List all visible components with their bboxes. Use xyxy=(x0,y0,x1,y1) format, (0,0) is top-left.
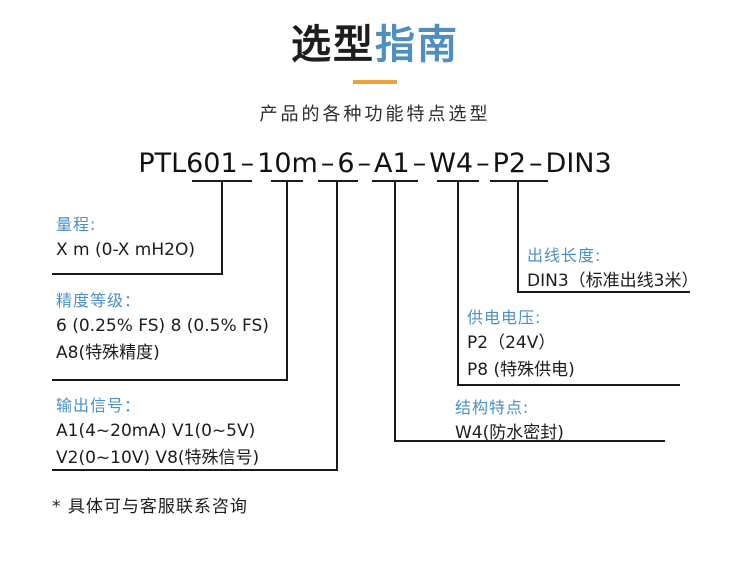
group-structure: 结构特点: W4(防水密封) xyxy=(455,395,564,447)
leader-horizontal-output xyxy=(52,469,338,471)
leader-vertical-supply xyxy=(457,180,459,386)
group-supply-voltage: 供电电压: P2（24V） P8 (特殊供电) xyxy=(467,305,575,384)
model-prefix: PTL601 xyxy=(138,148,238,179)
leader-horizontal-range xyxy=(52,273,223,275)
group-range-line-1: X m (0-X mH2O) xyxy=(56,240,195,260)
group-output-signal-line-2: V2(0~10V) V8(特殊信号) xyxy=(56,448,260,468)
page-title: 选型指南 xyxy=(0,22,750,68)
model-segment-cable: DIN3 xyxy=(545,148,612,179)
model-segment-accuracy: 6 xyxy=(337,148,355,179)
page-subtitle: 产品的各种功能特点选型 xyxy=(259,104,491,125)
segment-underline-cable xyxy=(490,180,548,182)
model-segment-supply: P2 xyxy=(492,148,527,179)
group-supply-voltage-line-1: P2（24V） xyxy=(467,333,556,353)
group-accuracy-line-1: 6 (0.25% FS) 8 (0.5% FS) xyxy=(56,316,269,336)
group-accuracy: 精度等级： 6 (0.25% FS) 8 (0.5% FS) A8(特殊精度) xyxy=(56,288,269,367)
leader-vertical-accuracy xyxy=(286,180,288,381)
model-segment-range: 10m xyxy=(257,148,318,179)
group-range-heading: 量程: xyxy=(56,215,97,234)
group-cable-length: 出线长度: DIN3（标准出线3米） xyxy=(527,243,698,295)
group-range: 量程: X m (0-X mH2O) xyxy=(56,212,195,264)
group-accuracy-heading: 精度等级： xyxy=(56,291,142,310)
page-title-dark: 选型 xyxy=(291,22,375,68)
page-title-blue: 指南 xyxy=(375,22,459,68)
title-underline-accent xyxy=(353,80,397,84)
group-output-signal: 输出信号： A1(4~20mA) V1(0~5V) V2(0~10V) V8(特… xyxy=(56,393,259,472)
model-dash-3: – xyxy=(357,148,372,179)
footnote: * 具体可与客服联系咨询 xyxy=(52,497,248,517)
leader-vertical-cable xyxy=(517,180,519,293)
model-segment-output: A1 xyxy=(374,148,410,179)
group-structure-heading: 结构特点: xyxy=(455,398,530,417)
segment-underline-output xyxy=(318,180,358,182)
group-output-signal-heading: 输出信号： xyxy=(56,396,142,415)
group-output-signal-line-1: A1(4~20mA) V1(0~5V) xyxy=(56,421,256,441)
model-segment-structure: W4 xyxy=(429,148,474,179)
model-dash-1: – xyxy=(240,148,255,179)
model-dash-5: – xyxy=(476,148,490,179)
leader-horizontal-structure xyxy=(394,440,665,442)
leader-horizontal-cable xyxy=(517,291,690,293)
model-code-row: PTL601–10m–6–A1–W4–P2–DIN3 xyxy=(0,148,750,179)
group-supply-voltage-heading: 供电电压: xyxy=(467,308,542,327)
leader-vertical-structure xyxy=(394,180,396,442)
group-accuracy-line-2: A8(特殊精度) xyxy=(56,343,160,363)
leader-vertical-output xyxy=(336,180,338,471)
model-dash-2: – xyxy=(320,148,335,179)
leader-horizontal-supply xyxy=(457,384,680,386)
leader-vertical-range xyxy=(221,180,223,275)
model-dash-4: – xyxy=(412,148,427,179)
model-dash-6: – xyxy=(529,148,543,179)
group-cable-length-heading: 出线长度: xyxy=(527,246,602,265)
leader-horizontal-accuracy xyxy=(52,379,288,381)
group-cable-length-line-1: DIN3（标准出线3米） xyxy=(527,271,699,291)
group-supply-voltage-line-2: P8 (特殊供电) xyxy=(467,360,575,380)
group-structure-line-1: W4(防水密封) xyxy=(455,423,564,443)
